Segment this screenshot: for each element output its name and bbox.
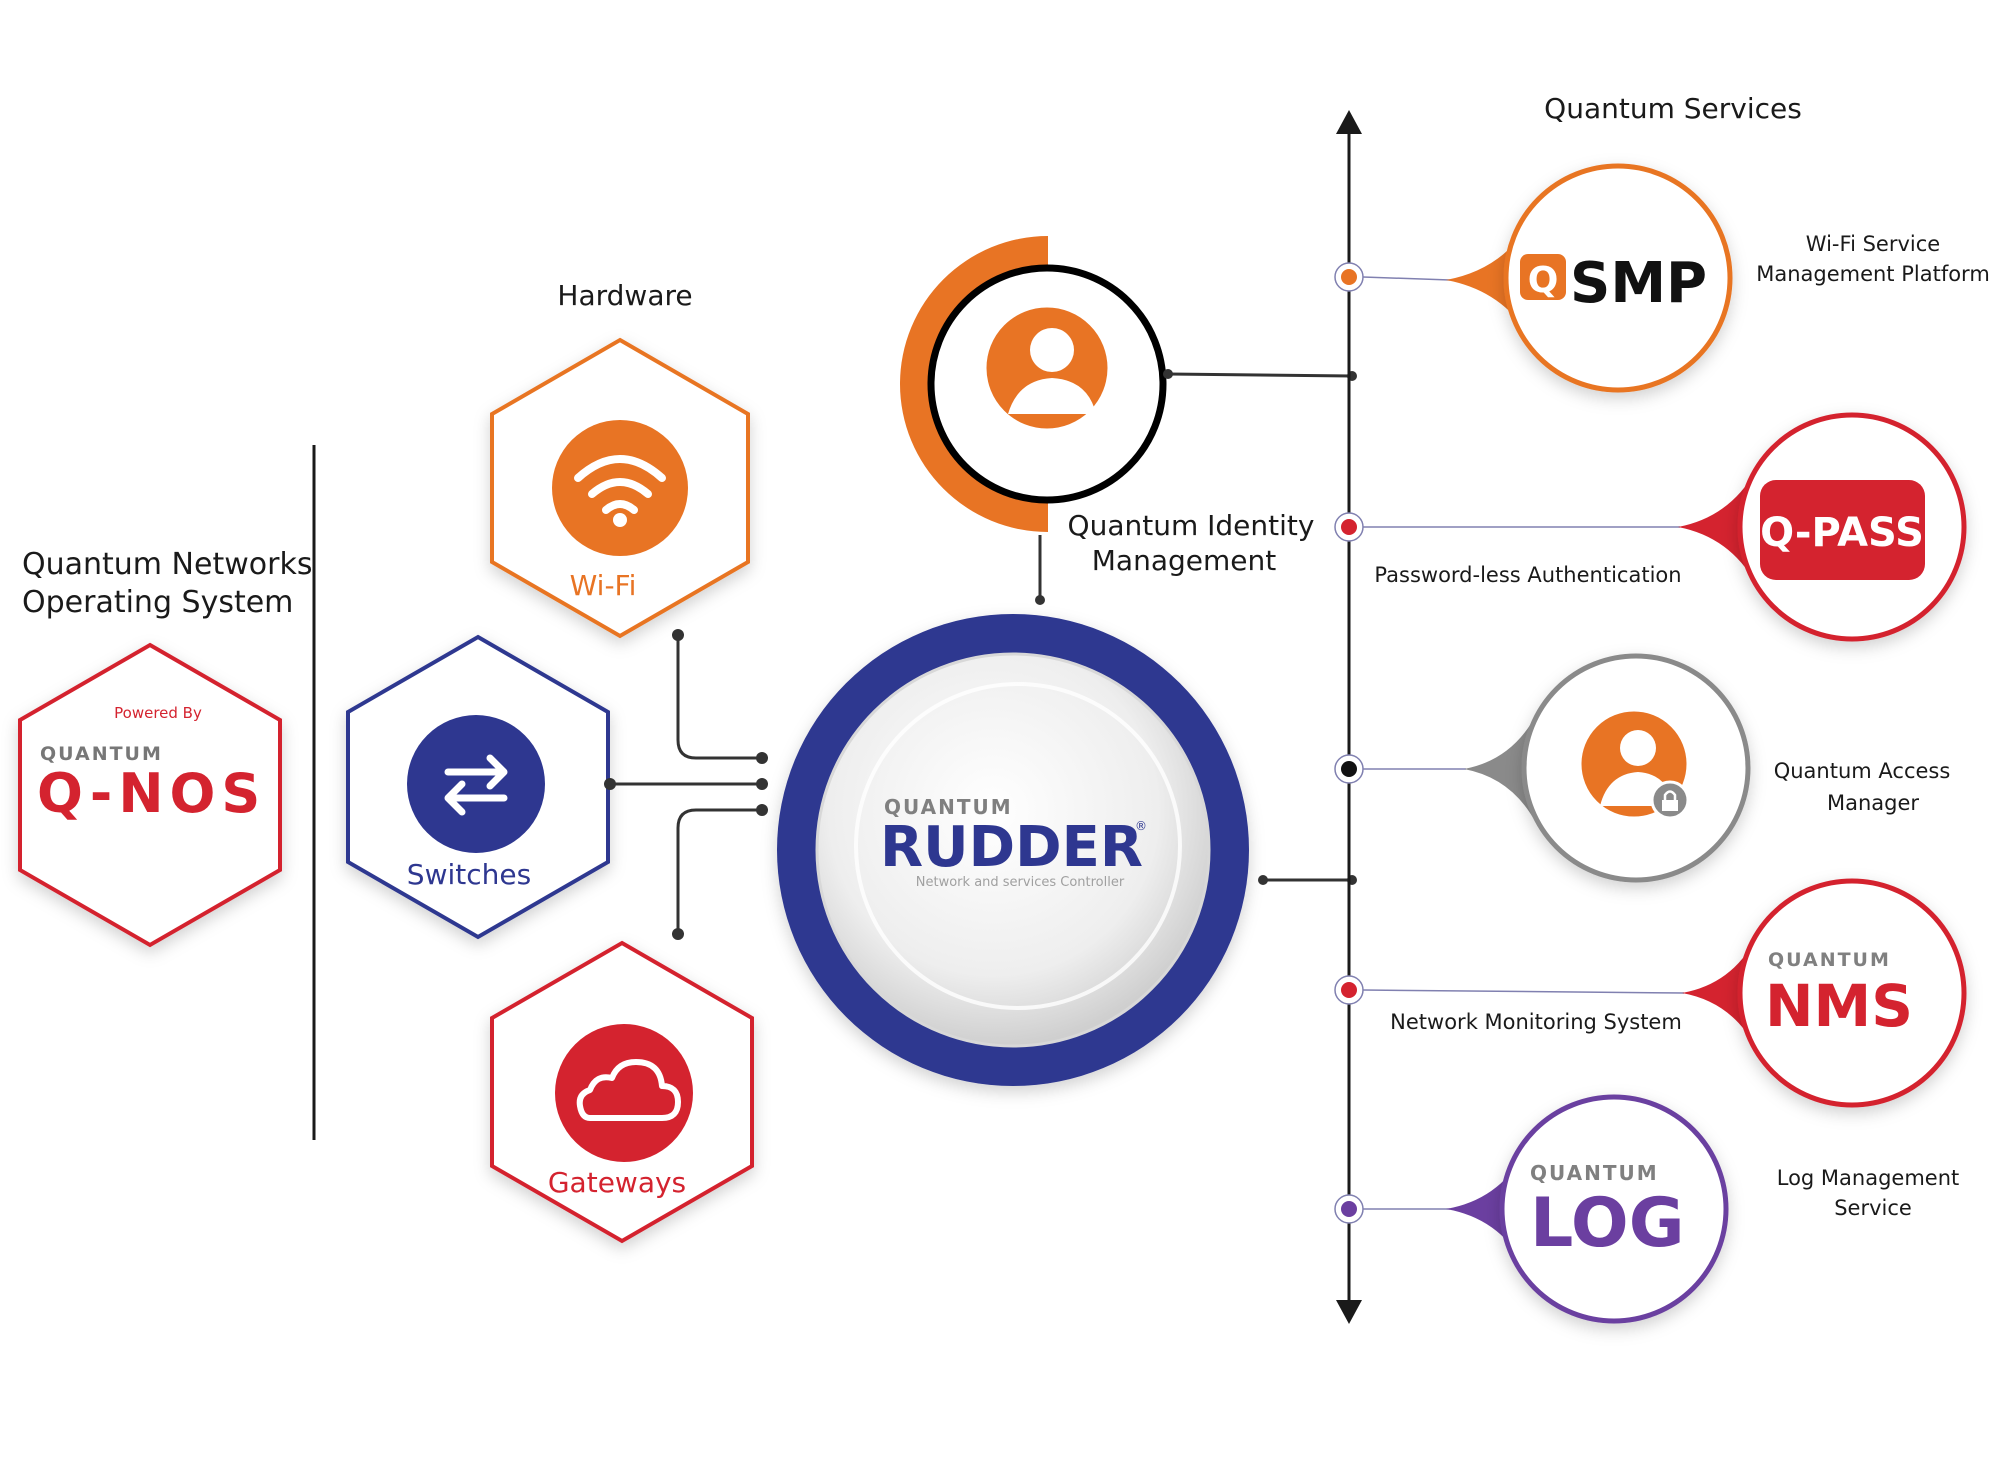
rudder-inner-disk: [815, 652, 1211, 1048]
nms-logo: NMS: [1765, 972, 1913, 1040]
rudder-controller: QUANTUM RUDDER ® Network and services Co…: [777, 614, 1357, 1086]
cloud-glyph: [576, 1059, 681, 1121]
cloud-icon: [555, 1024, 693, 1162]
switch-arrows-glyph: [444, 754, 508, 816]
axis-arrow-down: [1336, 1300, 1362, 1324]
smp-q-letter: Q: [1528, 260, 1559, 301]
nms-circle: [1737, 878, 1967, 1108]
access-pin: [1464, 715, 1536, 823]
qnos-hexagon: [18, 642, 282, 948]
connector-dots: [604, 629, 768, 940]
nms-pin: [1682, 938, 1756, 1048]
nms-label: Network Monitoring System: [1390, 1010, 1682, 1034]
user-glyph: [1008, 328, 1096, 414]
hardware-connectors: [610, 635, 762, 934]
qnos-brand-small: QUANTUM: [40, 743, 163, 765]
qnos-brand-big: Q-NOS: [37, 762, 266, 825]
log-brand-small: QUANTUM: [1530, 1161, 1659, 1185]
service-log: QUANTUM LOG Log Management Service: [1334, 1094, 1960, 1324]
hardware-heading: Hardware: [557, 279, 692, 312]
qpass-logo: Q-PASS: [1760, 510, 1924, 556]
switches-label: Switches: [407, 858, 531, 891]
smp-q-mark: [1520, 254, 1566, 300]
wifi-label: Wi-Fi: [570, 569, 637, 602]
identity-orange-arc: [900, 236, 1048, 532]
qnos-title-line2: Operating System: [22, 585, 293, 620]
qnos-section: Quantum Networks Operating System Powere…: [18, 547, 312, 948]
gateways-label: Gateways: [548, 1166, 686, 1199]
access-label-line1: Quantum Access: [1774, 759, 1951, 783]
wifi-icon-glyph: [574, 455, 666, 514]
smp-label-line2: Management Platform: [1756, 262, 1990, 286]
identity-management: Quantum Identity Management: [900, 236, 1357, 605]
qnos-title-line1: Quantum Networks: [22, 547, 312, 582]
qpass-pin: [1678, 470, 1756, 584]
log-logo: LOG: [1530, 1184, 1685, 1263]
rudder-brand-small: QUANTUM: [884, 795, 1013, 819]
axis-arrow-up: [1336, 110, 1362, 134]
service-nms: QUANTUM NMS Network Monitoring System: [1334, 878, 1967, 1108]
hardware-wifi: Wi-Fi: [490, 337, 750, 639]
log-circle: [1499, 1094, 1729, 1324]
wifi-dot: [613, 513, 627, 527]
smp-logo: SMP: [1570, 251, 1707, 316]
services-axis: [1336, 110, 1362, 1324]
smp-label-line1: Wi-Fi Service: [1806, 232, 1940, 256]
qpass-badge: [1760, 480, 1925, 580]
wifi-icon: [552, 420, 688, 556]
service-access-manager: Quantum Access Manager: [1334, 653, 1951, 883]
access-label-line2: Manager: [1827, 791, 1919, 815]
log-label-line1: Log Management: [1777, 1166, 1960, 1190]
smp-circle: [1503, 163, 1733, 393]
identity-link-right: [1167, 372, 1353, 378]
qnos-powered-by: Powered By: [114, 704, 202, 722]
rudder-subtitle: Network and services Controller: [916, 875, 1125, 890]
log-label-line2: Service: [1834, 1196, 1912, 1220]
identity-label-line2: Management: [1092, 544, 1276, 577]
nms-brand-small: QUANTUM: [1768, 949, 1891, 971]
service-qpass: Q-PASS Password-less Authentication: [1334, 412, 1967, 642]
hardware-switches: Switches: [346, 634, 610, 940]
service-smp: Q SMP Wi-Fi Service Management Platform: [1334, 163, 1990, 393]
rudder-brand-big: RUDDER: [880, 815, 1143, 880]
services-heading: Quantum Services: [1544, 92, 1802, 125]
rudder-trademark: ®: [1135, 819, 1147, 833]
identity-label-line1: Quantum Identity: [1068, 509, 1315, 542]
qpass-label: Password-less Authentication: [1374, 563, 1681, 587]
hardware-gateways: Gateways: [490, 940, 754, 1244]
switch-arrows-icon: [407, 715, 545, 853]
